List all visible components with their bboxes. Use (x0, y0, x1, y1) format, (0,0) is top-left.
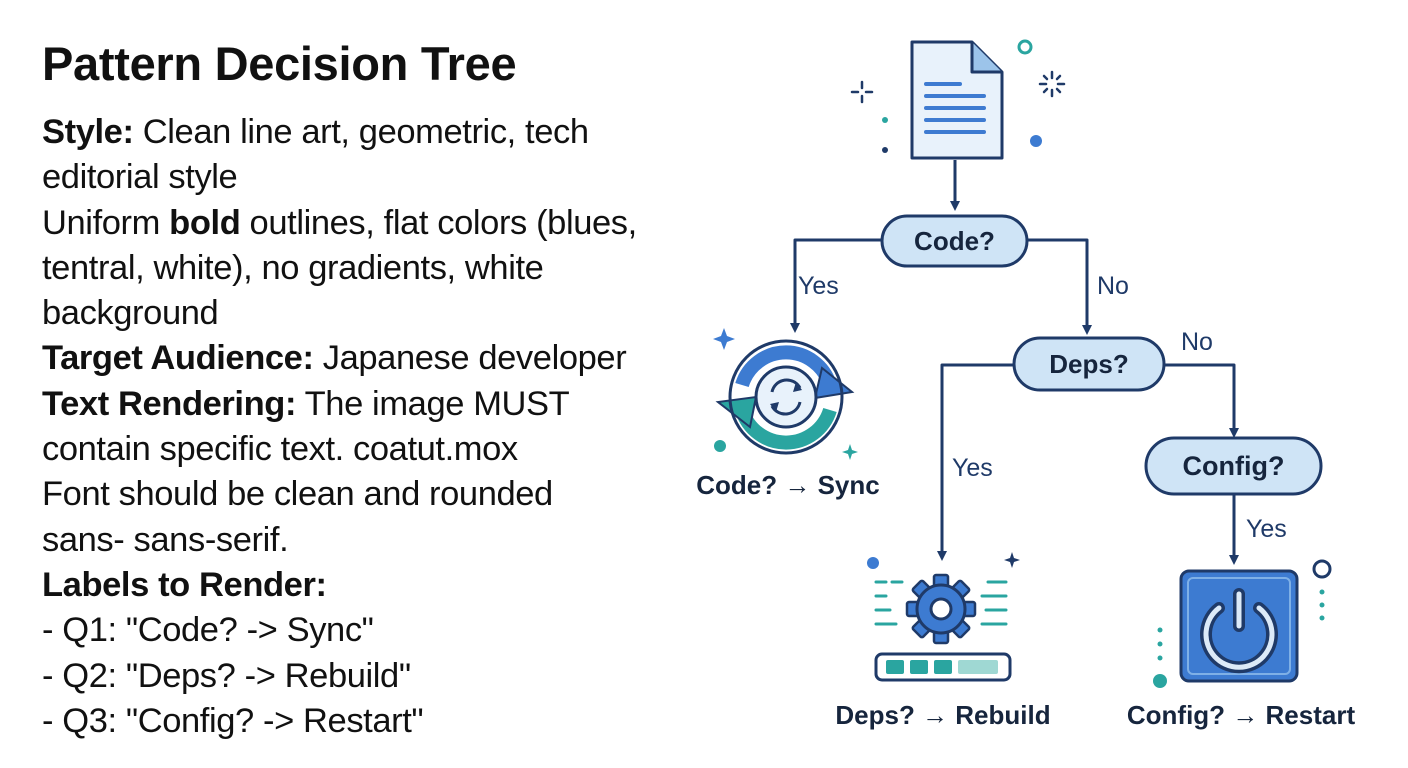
page-title: Pattern Decision Tree (42, 37, 517, 90)
colors-line: tentral, white), no gradients, white (42, 248, 544, 287)
result-rebuild-label: Deps? → Rebuild (835, 700, 1050, 730)
result-sync-label: Code? → Sync (696, 470, 879, 500)
style-line: Style: Clean line art, geometric, tech (42, 110, 702, 155)
edge-label-config-yes: Yes (1246, 515, 1287, 543)
rendering-line: Text Rendering: The image MUST (42, 382, 702, 427)
audience-text: Japanese developer (313, 339, 627, 378)
sync-icon (713, 328, 858, 460)
font-line-2: sans- sans-serif. (42, 520, 289, 559)
document-icon (910, 40, 1004, 160)
style-text: Clean line art, geometric, tech (133, 113, 589, 151)
edge-deps-no (1163, 363, 1239, 438)
edge-code-yes (790, 238, 884, 333)
label-item-q2: - Q2: "Deps? -> Rebuild" (42, 656, 411, 695)
uniform-pre: Uniform (42, 203, 170, 242)
rendering-line-2: contain specific text. coatut.mox (42, 430, 518, 469)
audience-line: Target Audience: Japanese developer (42, 336, 702, 381)
labels-heading-text: Labels to Render: (42, 565, 327, 604)
edge-code-no (1026, 238, 1092, 335)
gear-icon (867, 552, 1020, 682)
background-line: background (42, 294, 219, 333)
edge-deps-yes (937, 363, 1015, 561)
connectors (790, 160, 1239, 565)
node-config-label: Config? (1183, 451, 1285, 481)
audience-label: Target Audience: (42, 339, 314, 378)
style-label: Style: (42, 113, 134, 151)
uniform-line: Uniform bold outlines, flat colors (blue… (42, 201, 702, 246)
font-line: Font should be clean and rounded (42, 475, 553, 514)
node-deps: Deps? (1012, 336, 1166, 392)
label-item-q3: - Q3: "Config? -> Restart" (42, 701, 424, 740)
node-config: Config? (1144, 436, 1323, 496)
uniform-post: outlines, flat colors (blues, (240, 203, 638, 242)
edge-label-code-no: No (1097, 272, 1129, 300)
edge-label-code-yes: Yes (798, 272, 839, 300)
node-code-label: Code? (914, 226, 995, 256)
node-deps-label: Deps? (1049, 349, 1128, 379)
power-icon (1153, 559, 1332, 688)
rendering-text: The image MUST (296, 384, 570, 423)
description-panel: Pattern Decision Tree Style: Clean line … (42, 36, 702, 744)
edge-label-deps-no: No (1181, 328, 1213, 356)
node-code: Code? (880, 214, 1029, 268)
sparkle-decorations-top (850, 39, 1066, 153)
result-restart-label: Config? → Restart (1127, 700, 1356, 730)
rendering-label: Text Rendering: (42, 384, 297, 423)
uniform-bold: bold (169, 203, 241, 242)
labels-heading: Labels to Render: (42, 563, 702, 608)
label-item-q1: - Q1: "Code? -> Sync" (42, 611, 374, 650)
style-line-2: editorial style (42, 158, 238, 197)
edge-label-deps-yes: Yes (952, 454, 993, 482)
